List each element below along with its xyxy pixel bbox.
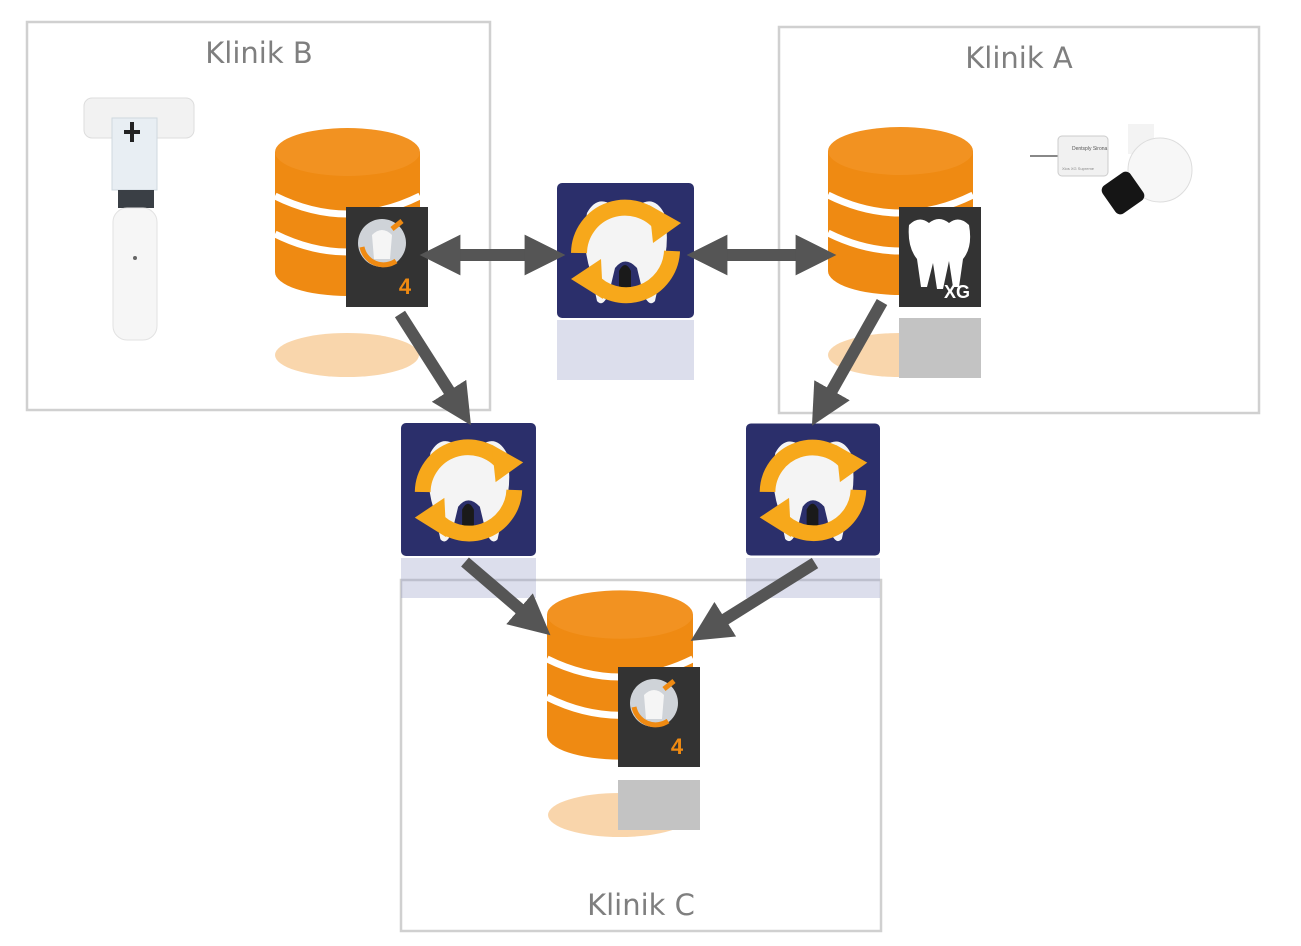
intraoral-sensor-device: Dentsply Sirona Xios XG Supreme: [1030, 124, 1193, 215]
sync-icon-left: [401, 423, 536, 556]
klinik-b-sidexis-4-icon: [346, 207, 428, 307]
arrow-b-to-left-sync: [394, 310, 471, 426]
klinik-b-version-badge: 4: [399, 274, 412, 299]
arrow-right-sync-to-c: [690, 557, 819, 641]
arrows: [394, 234, 888, 641]
sensor-brand-text: Dentsply Sirona: [1072, 146, 1108, 152]
klinik-a-frame: [777, 25, 1261, 415]
klinik-b-label: Klinik B: [205, 36, 312, 70]
klinik-c-frame: [399, 578, 883, 933]
klinik-c-version-badge: 4: [671, 734, 684, 759]
sync-icon-center: [557, 183, 694, 318]
klinik-b-frame: [25, 20, 492, 412]
panoramic-xray-device: [83, 97, 195, 341]
klinik-c-label: Klinik C: [587, 888, 695, 922]
sync-icon-right: [746, 423, 880, 555]
reflections: [275, 318, 981, 837]
klinik-a-version-badge: XG: [944, 282, 970, 302]
arrow-left-sync-to-c: [461, 557, 551, 636]
sensor-model-text: Xios XG Supreme: [1062, 166, 1095, 171]
klinik-a-label: Klinik A: [965, 41, 1073, 75]
arrow-a-to-right-sync: [811, 299, 888, 426]
klinik-c-sidexis-4-icon: [618, 667, 700, 767]
